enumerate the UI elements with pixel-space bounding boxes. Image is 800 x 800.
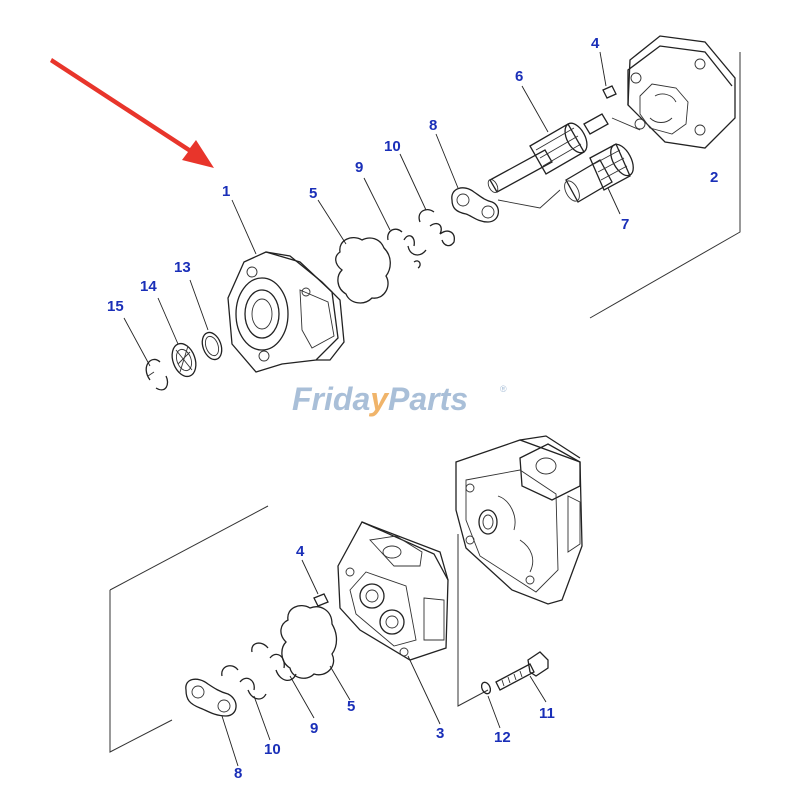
callout-12-bottom: 12 — [494, 729, 511, 746]
callout-5-bottom: 5 — [347, 698, 355, 715]
part-9-rings-bottom — [251, 642, 315, 719]
part-12-washer — [480, 681, 501, 729]
callout-8: 8 — [429, 117, 437, 134]
top-frame — [589, 52, 741, 319]
part-7-driven-gear — [564, 143, 634, 215]
svg-text:®: ® — [500, 384, 507, 394]
housing-guide-line — [611, 117, 641, 131]
part-9-seal-rings — [363, 177, 427, 269]
callout-8-bottom: 8 — [234, 765, 242, 782]
svg-text:FridayParts: FridayParts — [292, 381, 468, 417]
callout-9-bottom: 9 — [310, 720, 318, 737]
callout-11-bottom: 11 — [539, 705, 555, 722]
bottom-assembly: 3 4 5 8 9 10 11 12 — [109, 435, 583, 782]
part-3-center-body — [337, 521, 449, 725]
callout-10-bottom: 10 — [264, 741, 281, 758]
part-5-gasket — [317, 199, 391, 304]
part-13-ring — [189, 279, 223, 361]
callout-4-bottom: 4 — [296, 543, 305, 560]
part-6-drive-gear — [487, 85, 609, 193]
part-1-flange-body — [227, 199, 345, 373]
fridayparts-watermark: FridayParts ® — [292, 381, 507, 417]
part-4-pin-bottom — [301, 559, 329, 607]
callout-7: 7 — [621, 216, 629, 233]
callout-6: 6 — [515, 68, 523, 85]
red-pointer-arrow — [50, 58, 214, 168]
callout-10: 10 — [384, 138, 401, 155]
bottom-frame-left — [109, 590, 173, 753]
part-4-pin — [599, 51, 617, 99]
part-10-rings-bottom — [221, 665, 271, 741]
callout-1: 1 — [222, 183, 230, 200]
part-11-bolt — [495, 651, 549, 703]
part-5-gasket-bottom — [280, 605, 351, 701]
shaft-guide-line — [497, 189, 561, 209]
callout-4: 4 — [591, 35, 600, 52]
callout-5: 5 — [309, 185, 317, 202]
callout-2: 2 — [710, 169, 718, 186]
callout-13: 13 — [174, 259, 191, 276]
bottom-frame-top — [109, 505, 269, 591]
bottom-frame-right — [457, 534, 489, 707]
part-2-housing — [627, 35, 736, 149]
callout-3-bottom: 3 — [436, 725, 444, 742]
part-15-snap-ring — [123, 317, 169, 391]
part-8-plate-bottom — [185, 678, 239, 767]
pump-body-assembled — [455, 435, 583, 605]
part-8-side-plate — [435, 133, 499, 223]
part-10-backup-rings — [399, 153, 455, 247]
part-14-oil-seal — [157, 297, 197, 378]
top-assembly: 1 2 4 5 6 7 8 9 10 13 14 15 — [107, 35, 741, 391]
callout-14: 14 — [140, 278, 157, 295]
callout-15: 15 — [107, 298, 124, 315]
callout-9: 9 — [355, 159, 363, 176]
